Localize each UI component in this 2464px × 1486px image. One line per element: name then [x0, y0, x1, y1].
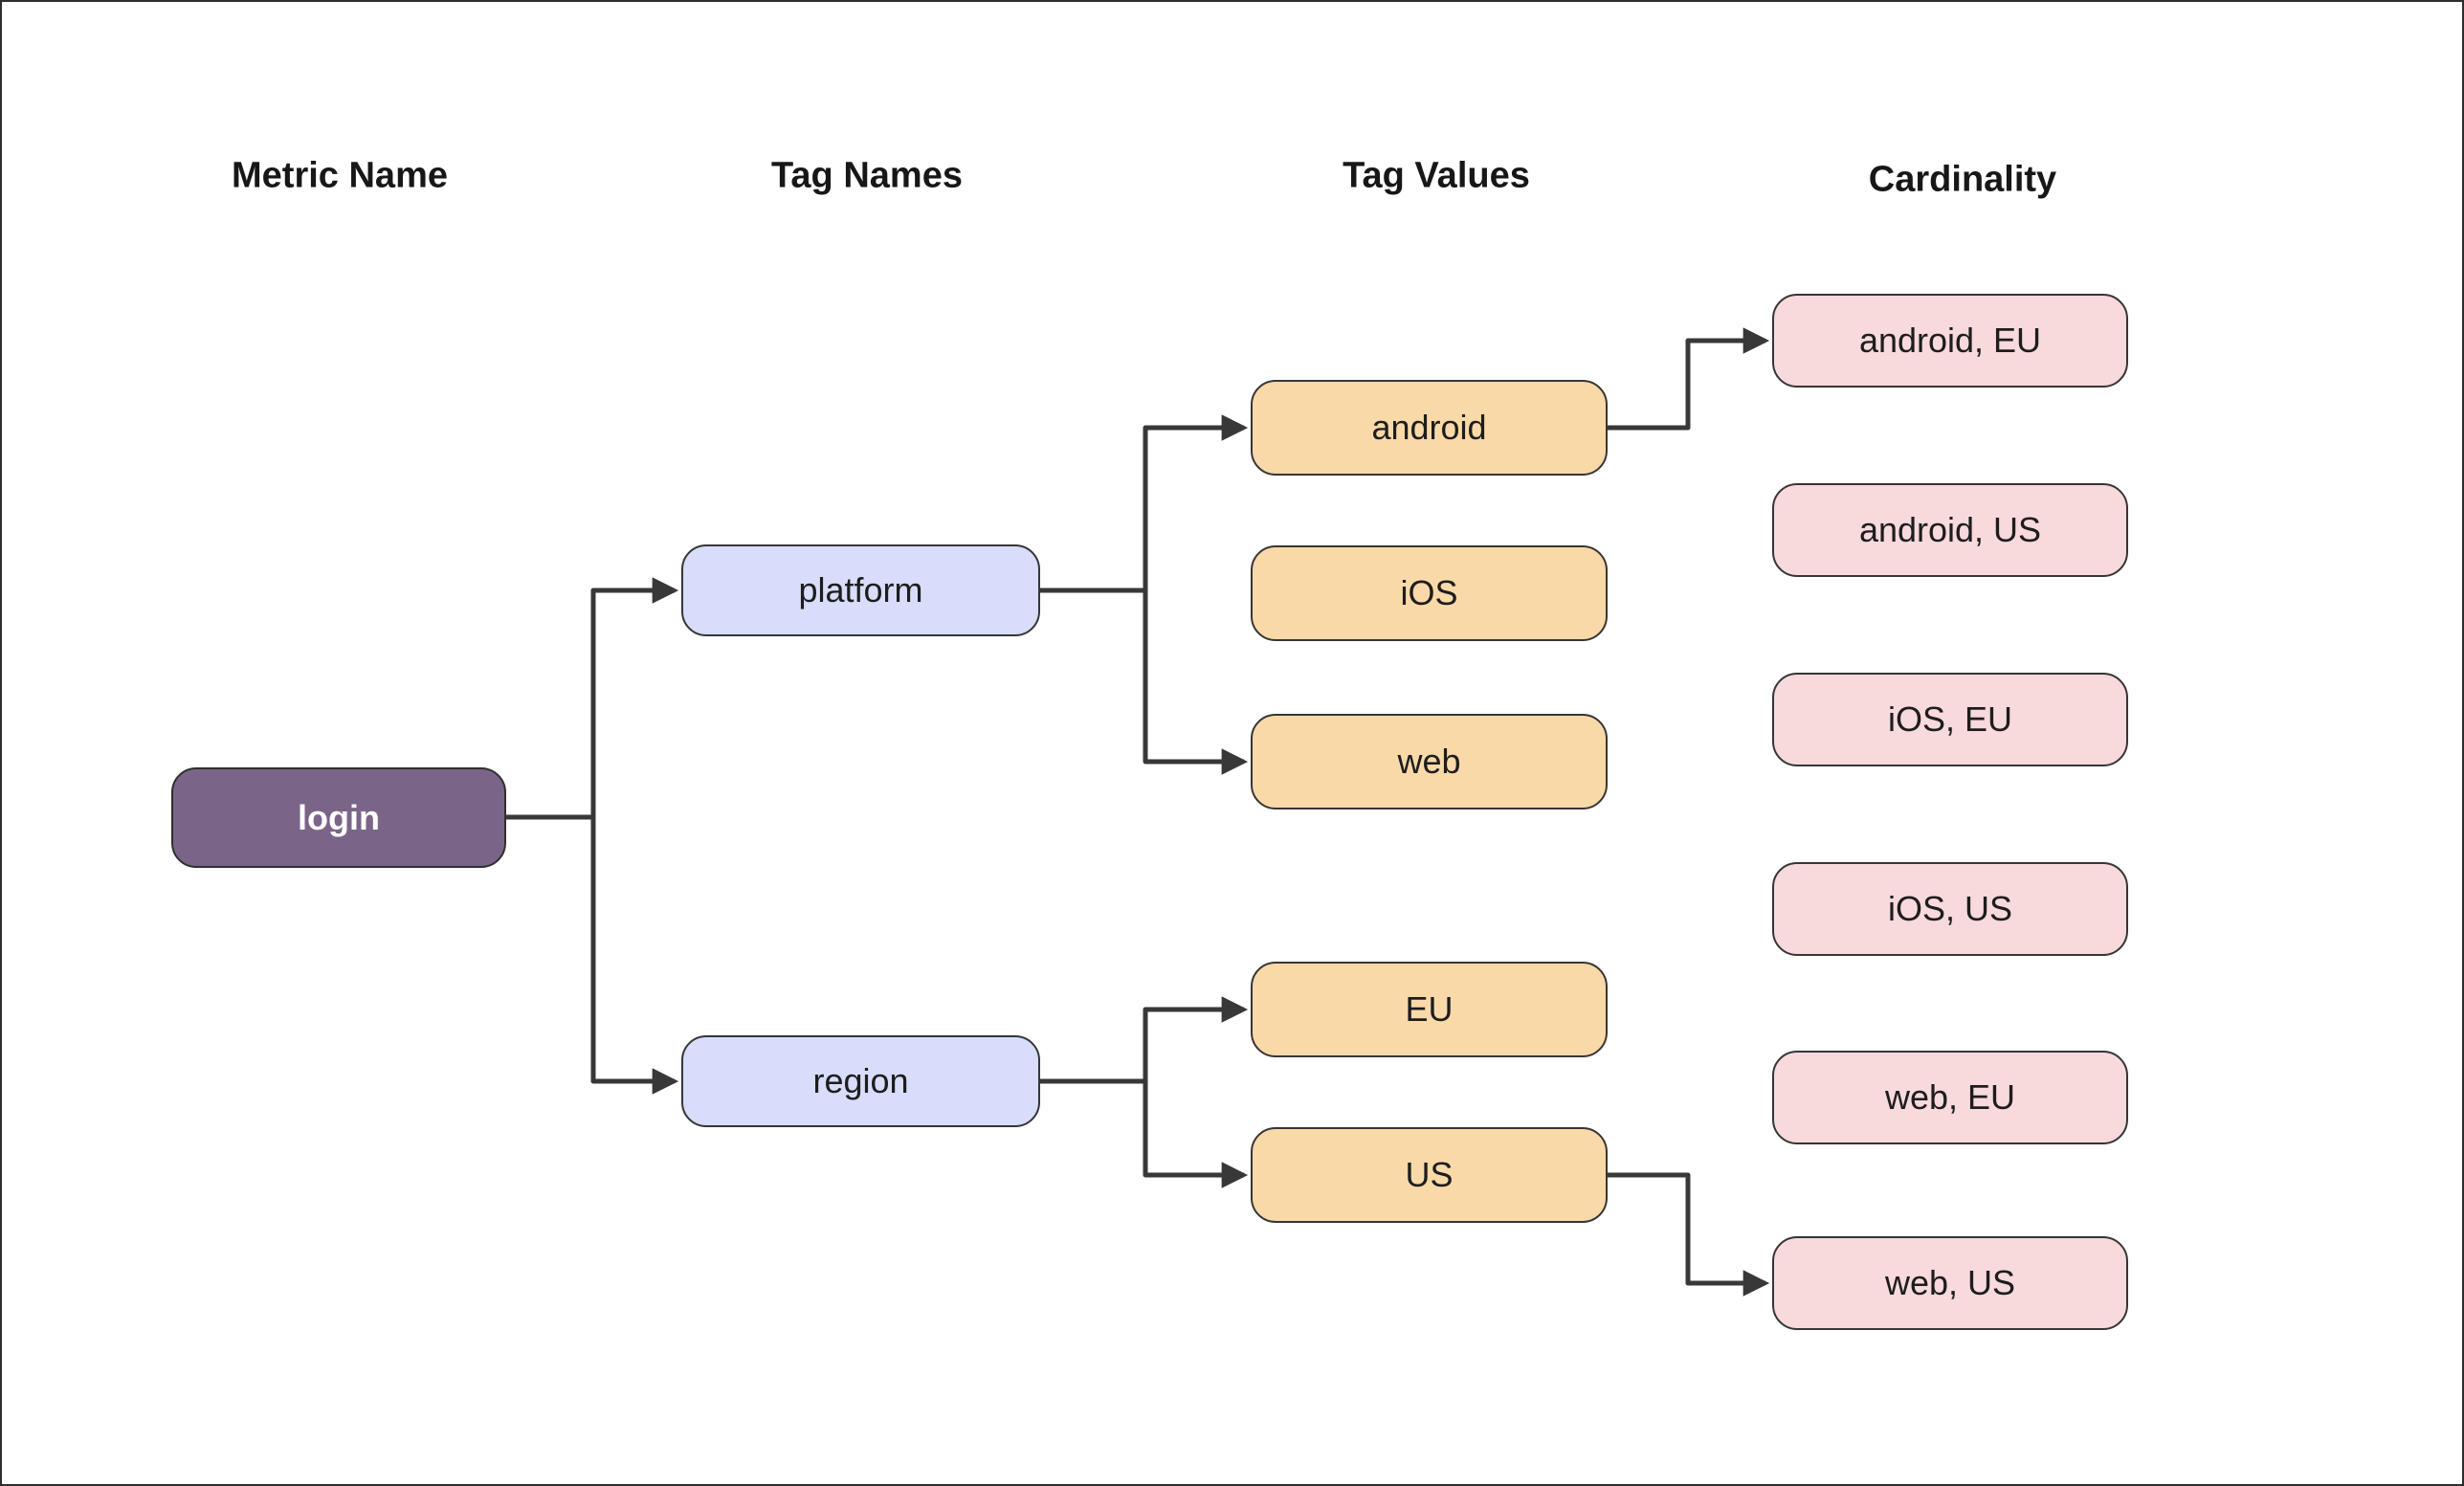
node-label-web-us: web, US	[1884, 1263, 2016, 1302]
column-header-tag-values: Tag Values	[1343, 155, 1530, 196]
node-label-web-eu: web, EU	[1884, 1077, 2016, 1117]
edge-login-to-platform	[506, 577, 679, 820]
node-web: web	[1251, 714, 1608, 810]
column-header-tag-names: Tag Names	[771, 155, 963, 196]
node-label-platform: platform	[798, 570, 923, 610]
edge-platform-to-android	[1040, 414, 1249, 593]
node-android-eu: android, EU	[1772, 294, 2128, 388]
edge-platform-to-web	[1040, 588, 1249, 775]
node-label-android: android	[1371, 408, 1487, 447]
node-eu: EU	[1251, 962, 1608, 1057]
node-login: login	[171, 767, 506, 868]
node-android-us: android, US	[1772, 483, 2128, 577]
node-label-ios-eu: iOS, EU	[1887, 699, 2013, 739]
edge-region-to-eu	[1040, 996, 1249, 1084]
node-web-us: web, US	[1772, 1236, 2128, 1330]
node-label-web: web	[1397, 742, 1461, 781]
node-label-android-us: android, US	[1858, 510, 2042, 549]
node-label-login: login	[298, 797, 380, 837]
node-ios: iOS	[1251, 545, 1608, 641]
edge-login-to-region	[506, 814, 679, 1095]
edge-region-to-us	[1040, 1078, 1249, 1188]
node-platform: platform	[681, 544, 1040, 636]
node-region: region	[681, 1035, 1040, 1127]
node-web-eu: web, EU	[1772, 1051, 2128, 1144]
node-label-us: US	[1405, 1155, 1454, 1194]
node-label-eu: EU	[1405, 989, 1454, 1029]
edge-us-to-web-us	[1608, 1172, 1770, 1297]
node-android: android	[1251, 380, 1608, 476]
node-ios-eu: iOS, EU	[1772, 673, 2128, 766]
node-us: US	[1251, 1127, 1608, 1223]
node-label-region: region	[812, 1061, 909, 1100]
column-header-metric-name: Metric Name	[232, 155, 448, 196]
node-ios-us: iOS, US	[1772, 862, 2128, 956]
node-label-ios: iOS	[1400, 573, 1458, 612]
node-label-android-eu: android, EU	[1858, 321, 2042, 360]
node-label-ios-us: iOS, US	[1887, 889, 2013, 928]
column-header-cardinality: Cardinality	[1868, 159, 2057, 200]
edge-android-to-android-eu	[1608, 327, 1770, 431]
